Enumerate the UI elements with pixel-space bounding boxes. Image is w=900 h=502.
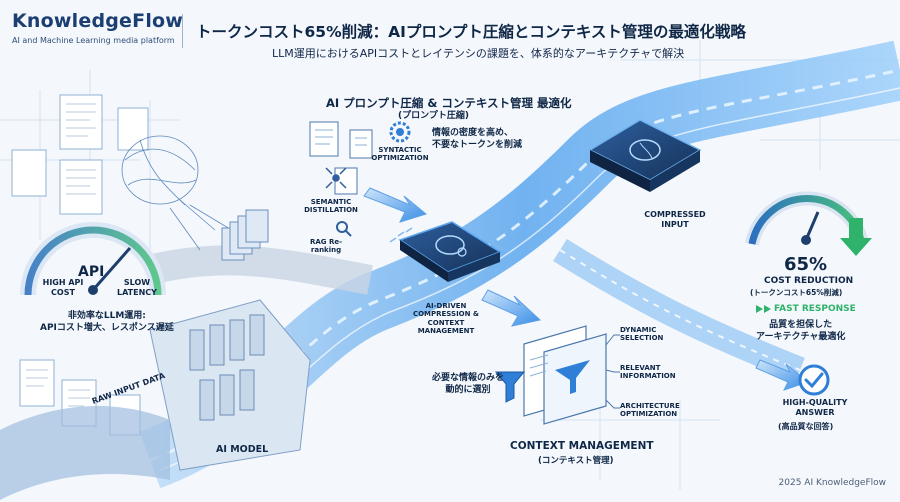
page-subtitle: LLM運用におけるAPIコストとレイテンシの課題を、体系的なアーキテクチャで解決 — [272, 47, 685, 60]
copyright: 2025 AI KnowledgeFlow — [778, 478, 886, 488]
ai-model-machine — [0, 299, 311, 500]
api-gauge-right-label: SLOW LATENCY — [117, 278, 157, 297]
semantic-distillation-icon — [325, 167, 347, 189]
brand-tagline: AI and Machine Learning media platform — [12, 36, 175, 45]
prompt-document-icons — [309, 121, 373, 195]
page-title: トークンコスト65%削減：AIプロンプト圧縮とコンテキスト管理の最適化戦略 — [196, 23, 746, 41]
context-item-relevant: RELEVANT INFORMATION — [620, 364, 676, 381]
context-panels — [523, 325, 607, 425]
gear-icon — [389, 121, 411, 143]
context-item-dynamic: DYNAMIC SELECTION — [620, 326, 664, 343]
check-icon — [798, 364, 830, 396]
api-gauge — [20, 222, 166, 296]
answer-label: HIGH-QUALITY ANSWER — [782, 398, 848, 417]
brand: KnowledgeFlow AI and Machine Learning me… — [12, 10, 183, 45]
api-problem-text: 非効率なLLM運用: APIコスト増大、レスポンス遅延 — [40, 311, 174, 334]
api-gauge-left-label: HIGH API COST — [42, 278, 84, 297]
ai-model-label: AI MODEL — [216, 444, 269, 455]
funnel-icon — [494, 371, 526, 403]
context-management-subtitle: (コンテキスト管理) — [538, 456, 614, 466]
header-divider — [182, 14, 183, 48]
reduction-down-arrow — [840, 218, 872, 256]
brand-name: KnowledgeFlow — [12, 10, 184, 32]
context-note: 必要な情報のみを 動的に選別 — [432, 373, 505, 396]
ai-driven-label: AI-DRIVEN COMPRESSION & CONTEXT MANAGEME… — [412, 302, 480, 336]
compressed-input-label: COMPRESSED INPUT — [644, 210, 706, 229]
reduction-percent: 65% — [784, 254, 828, 275]
server-stack — [221, 209, 269, 261]
quality-text: 品質を担保した アーキテクチャ最適化 — [756, 320, 846, 343]
technique-rag: RAG Re-ranking — [309, 238, 343, 255]
context-arrow — [481, 289, 542, 327]
cost-reduction-label: COST REDUCTION — [764, 276, 854, 286]
answer-arrow — [755, 359, 810, 391]
api-gauge-label: API — [78, 264, 105, 280]
prompt-compression-description: 情報の密度を高め、 不要なトークンを削減 — [432, 128, 523, 151]
fast-response-icon — [756, 305, 771, 313]
context-management-title: CONTEXT MANAGEMENT — [510, 440, 654, 452]
cost-reduction-sub: (トークンコスト65%削減) — [750, 288, 843, 297]
prompt-compression-title: AI プロンプト圧縮 & コンテキスト管理 最適化 — [326, 96, 572, 110]
neural-network-graphic — [121, 135, 241, 251]
ai-chip — [389, 221, 509, 282]
answer-sub: (高品質な回答) — [778, 422, 834, 431]
context-item-architecture: ARCHITECTURE OPTIMIZATION — [620, 402, 680, 419]
compression-arrow — [363, 187, 428, 223]
fast-response-label: FAST RESPONSE — [774, 304, 856, 314]
technique-semantic: SEMANTIC DISTILLATION — [304, 198, 358, 215]
rag-search-icon — [336, 221, 352, 237]
compressed-input-chip — [588, 119, 702, 192]
technique-syntactic: SYNTACTIC OPTIMIZATION — [371, 146, 429, 163]
prompt-compression-subtitle: (プロンプト圧縮) — [398, 111, 469, 121]
